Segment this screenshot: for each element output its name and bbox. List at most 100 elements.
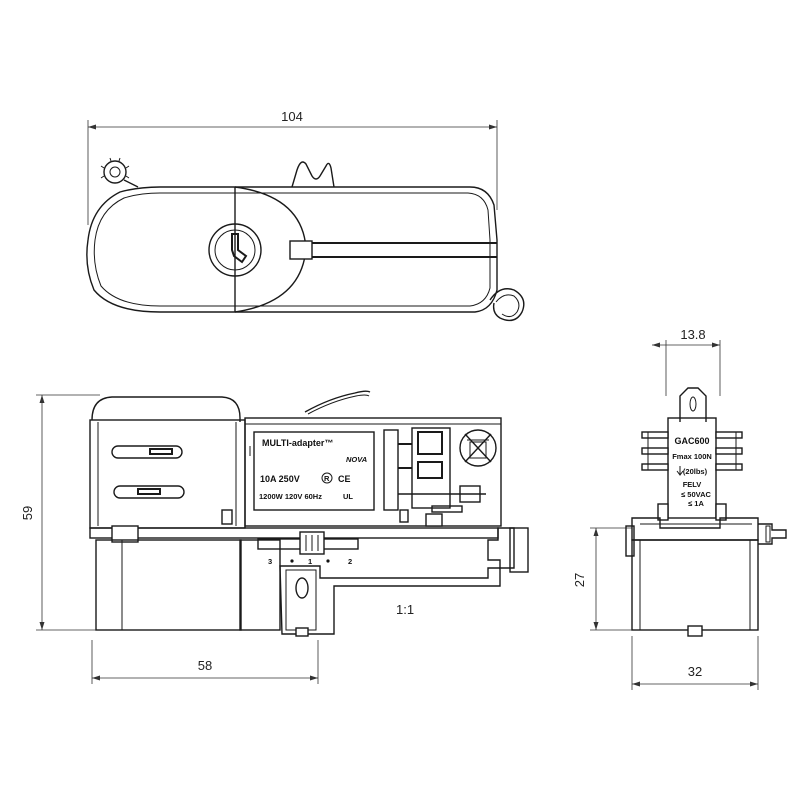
dim-arrow: [310, 675, 318, 681]
lock-knob-inner: [109, 166, 121, 178]
dim-arrow: [88, 124, 96, 130]
dim-side-height: 59: [20, 506, 35, 520]
end-fin-right: [715, 447, 743, 455]
end-fin-left: [641, 463, 669, 471]
dim-arrow: [39, 622, 45, 630]
side-clip-wire: [304, 390, 371, 413]
dim-arrow: [92, 675, 100, 681]
bracket-hole: [295, 577, 309, 599]
end-tab-left: [657, 503, 669, 521]
dim-arrow: [652, 342, 660, 348]
contact-tab: [459, 485, 481, 503]
side-bottom-block: [95, 539, 242, 631]
dim-arrow: [593, 528, 599, 536]
label-mark-r: R: [324, 474, 330, 483]
side-bracket: [279, 565, 501, 635]
top-clip-tab: [291, 161, 335, 188]
contact-pin-top: [417, 431, 443, 455]
weee-bin: [469, 441, 487, 459]
contact-pin-mid: [417, 461, 443, 479]
dim-arrow: [489, 124, 497, 130]
slot-upper: [111, 445, 183, 459]
selector-pos-3: 3: [268, 557, 272, 566]
end-fin-right: [715, 431, 743, 439]
end-bottom-pin: [687, 625, 703, 637]
label-rating2: 1200W 120V 60Hz: [259, 492, 322, 501]
side-left-cap-top: [91, 396, 241, 422]
dim-arrow: [39, 395, 45, 403]
cable-loop-inner: [495, 294, 520, 318]
end-fin-right: [715, 463, 743, 471]
dim-arrow: [750, 681, 758, 687]
side-screw: [221, 509, 233, 525]
dim-end-width-top: 13.8: [680, 327, 705, 342]
selector-pos-1: 1: [308, 557, 312, 566]
knob-teeth: [100, 157, 130, 179]
dim-arrow: [632, 681, 640, 687]
end-down-arrow-icon: [676, 466, 684, 476]
bottom-tab: [425, 513, 443, 527]
side-view: 59 58 MULTI-adapter™ NOVA 10A 250V R CE …: [20, 390, 529, 684]
contact-frame: [383, 429, 399, 511]
knob-arm: [123, 179, 139, 188]
bottom-tab-bar: [431, 505, 463, 513]
top-body-inner: [93, 192, 491, 307]
side-bracket-inner: [285, 569, 317, 631]
slot-upper-contact: [149, 448, 173, 455]
end-felv: FELV: [683, 480, 702, 489]
mark-r-circle: [321, 472, 333, 484]
drawing-scale: 1:1: [396, 602, 414, 617]
lock-knob: [103, 160, 127, 184]
dim-arrow: [593, 622, 599, 630]
label-brand: MULTI-adapter™: [262, 438, 333, 448]
side-hook: [487, 527, 515, 569]
end-model: GAC600: [674, 436, 709, 446]
label-mark-ce: CE: [338, 474, 351, 484]
end-fin-left: [641, 431, 669, 439]
end-side-tab: [625, 525, 635, 557]
label-box: [253, 431, 375, 511]
side-clip-wire-inner: [307, 394, 370, 415]
end-tab-right: [715, 503, 727, 521]
selector-dot: [290, 559, 294, 563]
center-knob: [208, 223, 262, 277]
dim-arrow: [712, 342, 720, 348]
end-vac: ≤ 50VAC: [681, 490, 711, 499]
end-fin-left: [641, 447, 669, 455]
center-knob-slot: [231, 233, 248, 264]
side-hook-end: [509, 527, 529, 573]
cable-loop: [489, 288, 525, 322]
side-lower-rail: [89, 527, 499, 539]
side-bottom-spacer: [239, 539, 281, 631]
end-clip-slot: [689, 396, 697, 412]
top-view: 104: [86, 109, 525, 322]
side-screw: [399, 509, 409, 523]
dim-end-width-bottom: 32: [688, 664, 702, 679]
selector-pos-2: 2: [348, 557, 352, 566]
end-lower-box: [631, 539, 759, 631]
end-right-hook: [758, 523, 787, 545]
end-flange: [631, 517, 759, 541]
label-nema: NOVA: [346, 455, 367, 464]
rail-block: [289, 240, 313, 260]
end-lbs: (20lbs): [683, 467, 708, 476]
end-view: 13.8 27 32 GAC600 Fm: [572, 327, 787, 690]
end-amp: ≤ 1A: [688, 499, 704, 508]
side-right-block: [244, 417, 502, 527]
dim-top-length: 104: [281, 109, 303, 124]
bracket-foot: [295, 627, 309, 637]
side-foot: [111, 525, 139, 543]
end-fmax: Fmax 100N: [672, 452, 712, 461]
label-rating: 10A 250V: [260, 474, 300, 484]
slot-lower-contact: [137, 488, 161, 495]
center-knob-inner: [214, 229, 256, 271]
slot-lower: [113, 485, 185, 499]
end-top-clip: [679, 387, 707, 422]
label-mark-ul: UL: [343, 492, 353, 501]
end-right-hook-slot: [765, 525, 771, 543]
end-fins: [641, 431, 743, 471]
weee-circle: [459, 429, 497, 467]
dim-side-bottom: 58: [198, 658, 212, 673]
